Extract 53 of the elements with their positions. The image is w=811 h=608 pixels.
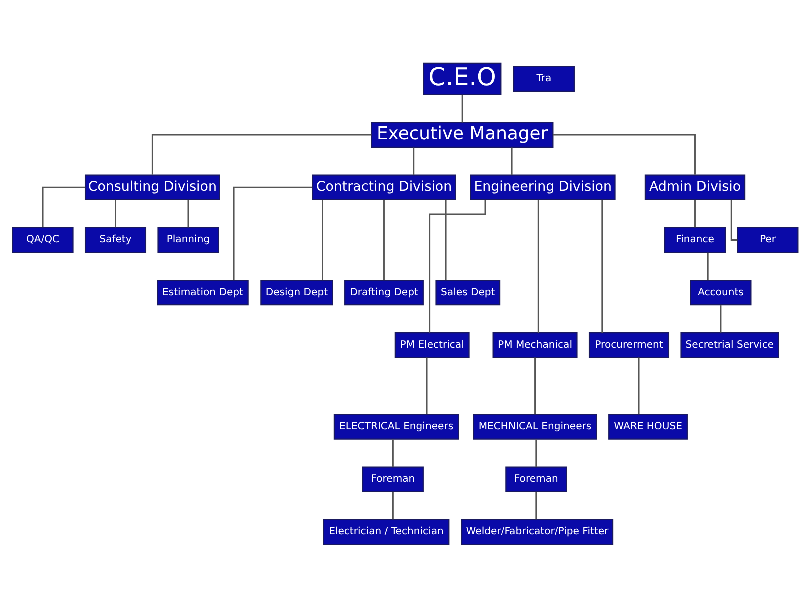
node-box: Safety [84,227,147,254]
connector [233,186,312,280]
connector [730,200,738,241]
connector [720,306,722,333]
node-box: Sales Dept [436,280,501,306]
connector [445,200,447,280]
connector [536,440,538,468]
connector [553,134,696,175]
connector [152,134,372,175]
connector [707,252,709,280]
connector [426,358,428,415]
node-box: WARE HOUSE [608,414,688,440]
node-box: Foreman [362,466,424,492]
node-box: Per [737,227,799,254]
node-box: Procurerment [588,332,670,358]
node-box: Admin Divisio [644,174,746,201]
node-box: C.E.O [423,62,502,96]
node-box: Tra [513,66,575,92]
node-box: PM Electrical [394,332,470,358]
connector [511,148,513,176]
connector [538,200,540,334]
node-box: Executive Manager [371,122,554,148]
node-box: Planning [158,227,220,254]
node-box: Finance [664,227,726,254]
node-box: QA/QC [12,227,74,254]
node-box: Foreman [506,466,568,492]
node-box: Secretrial Service [680,332,780,358]
connector [384,200,385,280]
connector [392,440,394,468]
node-box: Engineering Division [470,174,616,201]
connector [42,186,86,228]
connector [638,358,640,415]
node-box: Contracting Division [312,174,456,201]
connector [602,200,604,334]
node-box: ELECTRICAL Engineers [334,414,460,440]
connector [462,95,464,123]
node-box: Welder/Fabricator/Pipe Fitter [461,519,614,546]
node-box: Accounts [690,280,752,306]
node-box: PM Mechanical [492,332,578,358]
connector [694,200,696,228]
node-box: Consulting Division [84,174,220,201]
connector [413,148,415,176]
connector [115,200,116,228]
node-box: Drafting Dept [344,280,424,306]
node-box: Estimation Dept [157,280,249,306]
connector [392,492,394,520]
connector [322,200,324,280]
node-box: MECHNICAL Engineers [473,414,598,440]
connector [536,492,538,520]
node-box: Design Dept [260,280,334,306]
connector [188,200,190,228]
node-box: Electrician / Technician [323,519,450,546]
connector [534,358,536,415]
